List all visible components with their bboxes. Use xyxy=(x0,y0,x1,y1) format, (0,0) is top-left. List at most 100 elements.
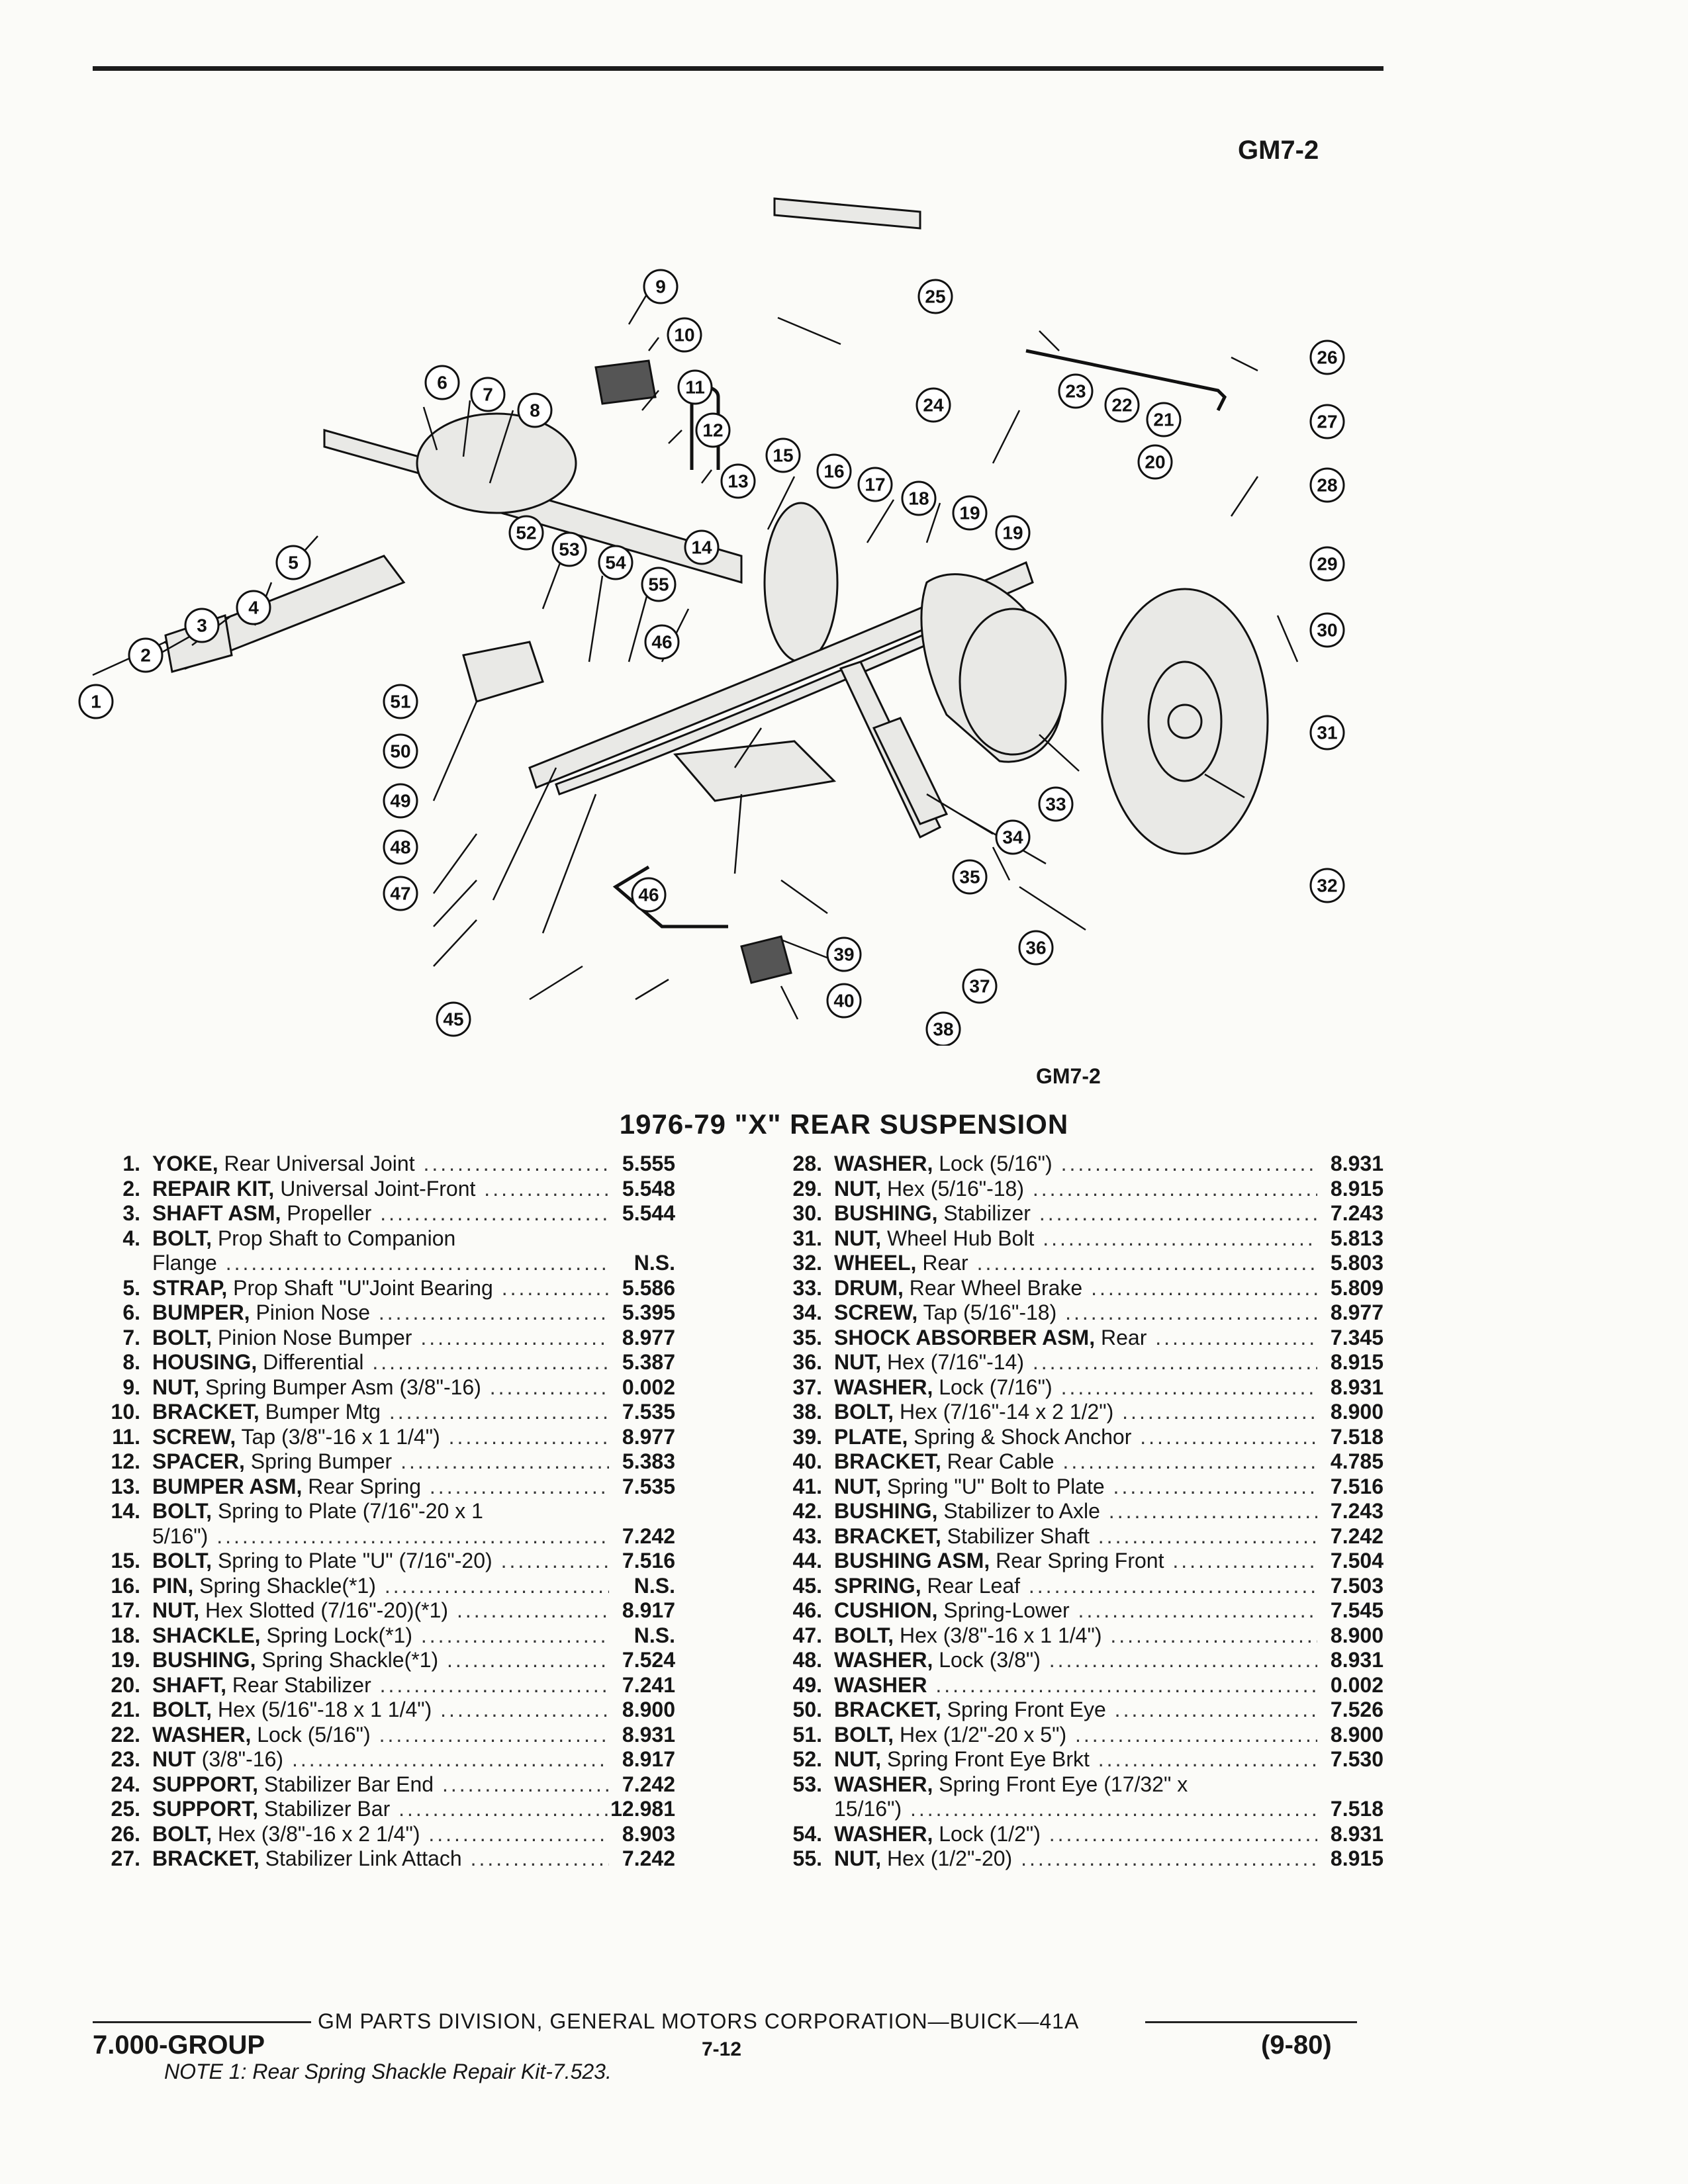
group-code: 4.785 xyxy=(1330,1449,1383,1473)
part-name: SHACKLE, xyxy=(152,1623,261,1647)
part-detail: (3/8"-16) xyxy=(195,1747,284,1771)
leader-dots: ........................................… xyxy=(1062,1449,1317,1473)
part-row: 31.NUT, Wheel Hub Bolt .................… xyxy=(768,1226,1383,1251)
callout-45: 45 xyxy=(436,1001,471,1037)
group-code: 7.242 xyxy=(622,1772,675,1796)
leader-dots: ........................................… xyxy=(442,1772,609,1796)
group-code: 7.516 xyxy=(622,1549,675,1572)
part-row: 19.BUSHING, Spring Shackle(*1) .........… xyxy=(86,1648,675,1673)
group-code: 8.900 xyxy=(1330,1623,1383,1647)
svg-text:8: 8 xyxy=(530,400,540,421)
callout-54: 54 xyxy=(598,545,633,580)
part-name: WASHER xyxy=(834,1672,927,1697)
svg-text:12: 12 xyxy=(702,420,723,441)
svg-text:4: 4 xyxy=(248,598,259,618)
part-description: PLATE, Spring & Shock Anchor ...........… xyxy=(834,1425,1317,1450)
part-number: 55. xyxy=(792,1846,822,1870)
part-name: BOLT, xyxy=(152,1499,212,1523)
group-code: 5.803 xyxy=(1330,1251,1383,1275)
revision-date: (9-80) xyxy=(1261,2030,1332,2060)
part-number: 34. xyxy=(792,1300,822,1324)
svg-text:31: 31 xyxy=(1317,723,1337,743)
wheel-hub xyxy=(1167,704,1203,739)
callout-33: 33 xyxy=(1038,786,1074,822)
group-code: 7.530 xyxy=(1330,1747,1383,1771)
part-row: 35.SHOCK ABSORBER ASM, Rear ............… xyxy=(768,1326,1383,1351)
part-row: 52.NUT, Spring Front Eye Brkt ..........… xyxy=(768,1747,1383,1772)
part-description: DRUM, Rear Wheel Brake .................… xyxy=(834,1276,1317,1301)
svg-text:17: 17 xyxy=(865,475,885,495)
group-code: 8.931 xyxy=(1330,1152,1383,1175)
part-description: SHAFT ASM, Propeller ...................… xyxy=(152,1201,609,1226)
group-code: 7.516 xyxy=(1330,1474,1383,1498)
callout-21: 21 xyxy=(1146,402,1182,437)
callout-bubbles: 1 2 3 4 5 6 7 8 9 10 11 12 13 14 15 16 1… xyxy=(78,269,1345,1046)
callout-4: 4 xyxy=(236,590,271,625)
part-row: 11.SCREW, Tap (3/8"-16 x 1 1/4") .......… xyxy=(86,1425,675,1450)
part-name: BUSHING, xyxy=(834,1201,938,1225)
part-description: NUT, Spring "U" Bolt to Plate ..........… xyxy=(834,1475,1317,1500)
part-detail: Spring Shackle(*1) xyxy=(256,1648,439,1672)
part-row: 25.SUPPORT, Stabilizer Bar .............… xyxy=(86,1797,675,1822)
group-code: 5.555 xyxy=(622,1152,675,1175)
part-number: 14. xyxy=(111,1499,140,1523)
part-description: BOLT, Prop Shaft to Companion xyxy=(152,1226,609,1251)
svg-text:20: 20 xyxy=(1145,452,1165,473)
part-description: HOUSING, Differential ..................… xyxy=(152,1350,609,1375)
svg-text:7: 7 xyxy=(483,385,493,405)
leader-dots: ........................................… xyxy=(501,1275,609,1300)
callout-38: 38 xyxy=(925,1011,961,1046)
group-code: 8.900 xyxy=(1330,1400,1383,1424)
part-description: Flange .................................… xyxy=(152,1251,609,1276)
svg-text:26: 26 xyxy=(1317,347,1337,368)
stabilizer-axle-bushing xyxy=(740,935,792,984)
part-name: BOLT, xyxy=(152,1549,212,1572)
part-name: DRUM, xyxy=(834,1275,904,1300)
part-name: CUSHION, xyxy=(834,1598,938,1622)
part-name: NUT, xyxy=(834,1846,882,1870)
part-number: 16. xyxy=(111,1573,140,1598)
part-description: STRAP, Prop Shaft "U"Joint Bearing .....… xyxy=(152,1276,609,1301)
leader-dots: ........................................… xyxy=(1108,1499,1317,1523)
parts-list-left: 1.YOKE, Rear Universal Joint ...........… xyxy=(86,1152,675,1872)
part-description: BUSHING, Stabilizer ....................… xyxy=(834,1201,1317,1226)
part-detail: Hex (5/16"-18 x 1 1/4") xyxy=(212,1698,432,1721)
callout-55: 55 xyxy=(641,567,677,602)
part-name: BRACKET, xyxy=(152,1846,259,1870)
group-code: 7.242 xyxy=(622,1846,675,1870)
svg-text:45: 45 xyxy=(443,1009,463,1030)
svg-text:50: 50 xyxy=(390,741,410,762)
part-description: SHACKLE, Spring Lock(*1) ...............… xyxy=(152,1623,609,1649)
svg-text:52: 52 xyxy=(516,523,536,543)
svg-text:1: 1 xyxy=(91,692,101,712)
svg-text:38: 38 xyxy=(933,1019,953,1040)
group-code: 5.809 xyxy=(1330,1275,1383,1300)
callout-11: 11 xyxy=(677,369,713,405)
part-description: YOKE, Rear Universal Joint .............… xyxy=(152,1152,609,1177)
callout-17: 17 xyxy=(857,467,893,502)
leader-dots: ........................................… xyxy=(1122,1400,1317,1424)
callout-39: 39 xyxy=(826,936,862,972)
part-number: 46. xyxy=(792,1598,822,1622)
part-name: BRACKET, xyxy=(152,1400,259,1424)
part-number: 43. xyxy=(792,1524,822,1548)
svg-text:25: 25 xyxy=(925,287,945,307)
part-detail: Spring-Lower xyxy=(937,1598,1070,1622)
part-description: SHOCK ABSORBER ASM, Rear ...............… xyxy=(834,1326,1317,1351)
part-row: 40.BRACKET, Rear Cable .................… xyxy=(768,1449,1383,1475)
group-code: 5.383 xyxy=(622,1449,675,1473)
callout-53: 53 xyxy=(551,531,587,567)
callout-37: 37 xyxy=(962,968,998,1004)
part-number: 45. xyxy=(792,1573,822,1598)
part-detail: Stabilizer xyxy=(937,1201,1031,1225)
part-detail: Spring Front Eye (17/32" x xyxy=(933,1772,1188,1796)
leader-dots: ........................................… xyxy=(1140,1424,1317,1449)
part-row: 42.BUSHING, Stabilizer to Axle .........… xyxy=(768,1499,1383,1524)
part-detail: Spring Shackle(*1) xyxy=(193,1573,376,1598)
part-row: 23.NUT (3/8"-16) .......................… xyxy=(86,1747,675,1772)
part-name: WASHER, xyxy=(152,1722,252,1747)
callout-27: 27 xyxy=(1309,404,1345,439)
part-description: NUT, Hex (7/16"-14) ....................… xyxy=(834,1350,1317,1375)
part-number: 2. xyxy=(122,1176,140,1201)
stabilizer-support xyxy=(773,197,921,230)
